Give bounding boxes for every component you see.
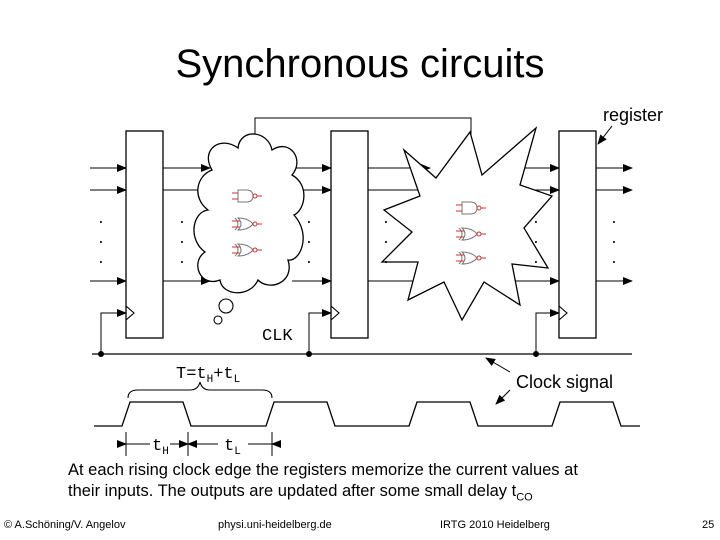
description-line-2: their inputs. The outputs are updated af… (68, 481, 668, 508)
register-label: register (603, 105, 663, 125)
period-base: T=t (176, 365, 207, 384)
footer-event: IRTG 2010 Heidelberg (440, 519, 550, 531)
circuit-diagram: . . . . . . . . . . . . . . . . . . regi… (90, 105, 663, 458)
register-1-inputs (90, 164, 127, 285)
clock-signal-pointer-down (495, 389, 511, 405)
register-3-outputs (596, 164, 633, 285)
th-sub: H (162, 446, 169, 458)
dot: . (97, 232, 105, 248)
tl-base: t (224, 437, 234, 456)
dot: . (178, 232, 186, 248)
clock-junction (306, 351, 312, 357)
th-base: t (152, 437, 162, 456)
register-1 (125, 130, 164, 339)
dot: . (610, 232, 618, 248)
clock-junction (98, 351, 104, 357)
clock-signal-pointer-up (485, 357, 511, 373)
cloud-bubble-large (218, 298, 234, 314)
th-label: tH (152, 437, 169, 458)
footer-page: 25 (702, 519, 715, 531)
dot: . (382, 232, 390, 248)
tl-sub: L (234, 446, 241, 458)
dot: . (532, 212, 540, 228)
footer-url: physi.uni-heidelberg.de (218, 519, 332, 531)
description-line-2-sub: CO (516, 491, 533, 504)
dot: . (532, 232, 540, 248)
dot: . (97, 212, 105, 228)
timing-markers (117, 432, 281, 456)
clock-signal-label: Clock signal (516, 372, 613, 392)
register-2 (330, 130, 369, 339)
period-brace (127, 381, 273, 399)
dot: . (305, 232, 313, 248)
clock-input-2 (330, 305, 340, 321)
slide-title: Synchronous circuits (175, 42, 545, 86)
clock-taps (100, 309, 560, 354)
dot: . (178, 212, 186, 228)
logic-cloud (193, 133, 305, 294)
dot: . (382, 212, 390, 228)
period-plus: +t (213, 365, 233, 384)
dot: . (305, 252, 313, 268)
logic-burst (380, 126, 554, 322)
description-line-1: At each rising clock edge the registers … (68, 461, 578, 479)
period-sub-h: H (207, 374, 214, 386)
register-3 (558, 130, 597, 339)
clock-input-1 (125, 305, 135, 321)
tl-label: tL (224, 437, 241, 458)
dot: . (532, 252, 540, 268)
period-formula: T=tH+tL (176, 365, 240, 386)
footer: © A.Schöning/V. Angelov physi.uni-heidel… (0, 519, 720, 539)
period-sub-l: L (234, 374, 241, 386)
dot: . (382, 252, 390, 268)
dot: . (610, 252, 618, 268)
description-line-2-text: their inputs. The outputs are updated af… (68, 482, 517, 500)
description: At each rising clock edge the registers … (68, 460, 668, 508)
clk-label: CLK (262, 327, 293, 346)
dot: . (610, 212, 618, 228)
dot: . (178, 252, 186, 268)
dot: . (305, 212, 313, 228)
cloud-bubble-small (213, 315, 223, 325)
clock-junction (533, 351, 539, 357)
ellipsis-dots: . . . . . . . . . . . . . . . . . . (97, 212, 618, 268)
register-pointer (597, 125, 613, 145)
dot: . (97, 252, 105, 268)
clock-waveform (94, 401, 640, 427)
clock-input-3 (558, 305, 568, 321)
footer-author: © A.Schöning/V. Angelov (4, 519, 126, 531)
